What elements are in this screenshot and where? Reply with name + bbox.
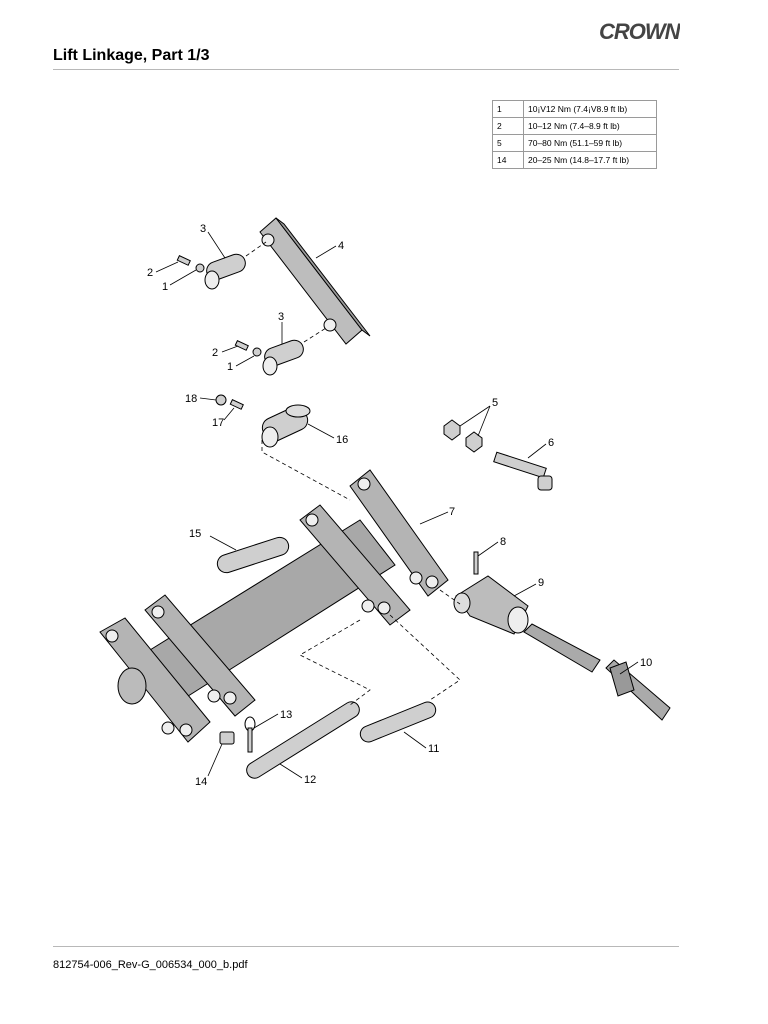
callout-2-upper: 2 xyxy=(147,267,153,279)
torque-cell: 20–25 Nm (14.8–17.7 ft lb) xyxy=(523,151,657,169)
nut-part xyxy=(465,431,483,453)
lift-linkage-diagram: 3 2 1 4 3 2 1 18 17 16 5 6 7 8 9 10 15 1… xyxy=(99,217,671,788)
nut-part xyxy=(195,263,205,273)
bolt-part xyxy=(493,451,553,491)
callout-16: 16 xyxy=(336,434,348,446)
washer-part xyxy=(215,394,227,406)
torque-table: 1 10¡V12 Nm (7.4¡V8.9 ft lb) 2 10–12 Nm … xyxy=(492,100,657,169)
pin-part xyxy=(216,536,290,574)
callout-14: 14 xyxy=(195,776,207,788)
link-bar-part xyxy=(259,217,371,345)
callout-8: 8 xyxy=(500,536,506,548)
callout-6: 6 xyxy=(548,437,554,449)
item-cell: 1 xyxy=(492,100,524,118)
shaft-end xyxy=(117,667,147,705)
torque-cell: 10–12 Nm (7.4–8.9 ft lb) xyxy=(523,117,657,135)
document-id: 812754-006_Rev-G_006534_000_b.pdf xyxy=(53,959,248,971)
torque-cell: 70–80 Nm (51.1–59 ft lb) xyxy=(523,134,657,152)
table-row: 1 10¡V12 Nm (7.4¡V8.9 ft lb) xyxy=(492,100,657,118)
pin-part xyxy=(359,701,437,743)
nut-part xyxy=(443,419,461,441)
callout-18: 18 xyxy=(185,393,197,405)
item-cell: 5 xyxy=(492,134,524,152)
item-cell: 2 xyxy=(492,117,524,135)
pin-part-lower xyxy=(262,339,304,376)
table-row: 2 10–12 Nm (7.4–8.9 ft lb) xyxy=(492,117,657,135)
callout-9: 9 xyxy=(538,577,544,589)
callout-7: 7 xyxy=(449,506,455,518)
table-row: 14 20–25 Nm (14.8–17.7 ft lb) xyxy=(492,151,657,169)
callout-13: 13 xyxy=(280,709,292,721)
leader-lines xyxy=(155,231,639,779)
alignment-lines xyxy=(245,241,461,706)
callout-labels: 3 2 1 4 3 2 1 18 17 16 5 6 7 8 9 10 15 1… xyxy=(147,223,652,788)
svg-text:CROWN: CROWN xyxy=(599,19,680,44)
roll-pin-part xyxy=(473,551,479,575)
table-row: 5 70–80 Nm (51.1–59 ft lb) xyxy=(492,134,657,152)
retainer-pin-part xyxy=(247,727,253,753)
pin-part-upper xyxy=(204,253,246,290)
header-divider xyxy=(53,69,679,70)
screw-part xyxy=(234,339,249,351)
callout-5: 5 xyxy=(492,397,498,409)
callout-11: 11 xyxy=(428,743,439,755)
footer-divider xyxy=(53,946,679,947)
callout-1-lower: 1 xyxy=(227,361,233,373)
bushing-part xyxy=(261,404,311,448)
callout-17: 17 xyxy=(212,417,224,429)
bolt-part xyxy=(219,731,235,745)
torque-cell: 10¡V12 Nm (7.4¡V8.9 ft lb) xyxy=(523,100,657,118)
callout-12: 12 xyxy=(304,774,316,786)
callout-3-lower: 3 xyxy=(278,311,284,323)
clevis-part xyxy=(453,575,529,635)
page-title: Lift Linkage, Part 1/3 xyxy=(53,47,210,64)
nut-part xyxy=(252,347,262,357)
threaded-rod-part xyxy=(523,623,671,721)
callout-4: 4 xyxy=(338,240,344,252)
crown-logo: CROWN xyxy=(599,19,680,44)
screw-part xyxy=(229,398,244,410)
callout-1-upper: 1 xyxy=(162,281,168,293)
callout-15: 15 xyxy=(189,528,201,540)
callout-10: 10 xyxy=(640,657,652,669)
callout-3-upper: 3 xyxy=(200,223,206,235)
arm-plate-part xyxy=(99,469,449,743)
screw-part xyxy=(176,254,191,266)
item-cell: 14 xyxy=(492,151,524,169)
long-pin-part xyxy=(246,701,360,779)
callout-2-lower: 2 xyxy=(212,347,218,359)
